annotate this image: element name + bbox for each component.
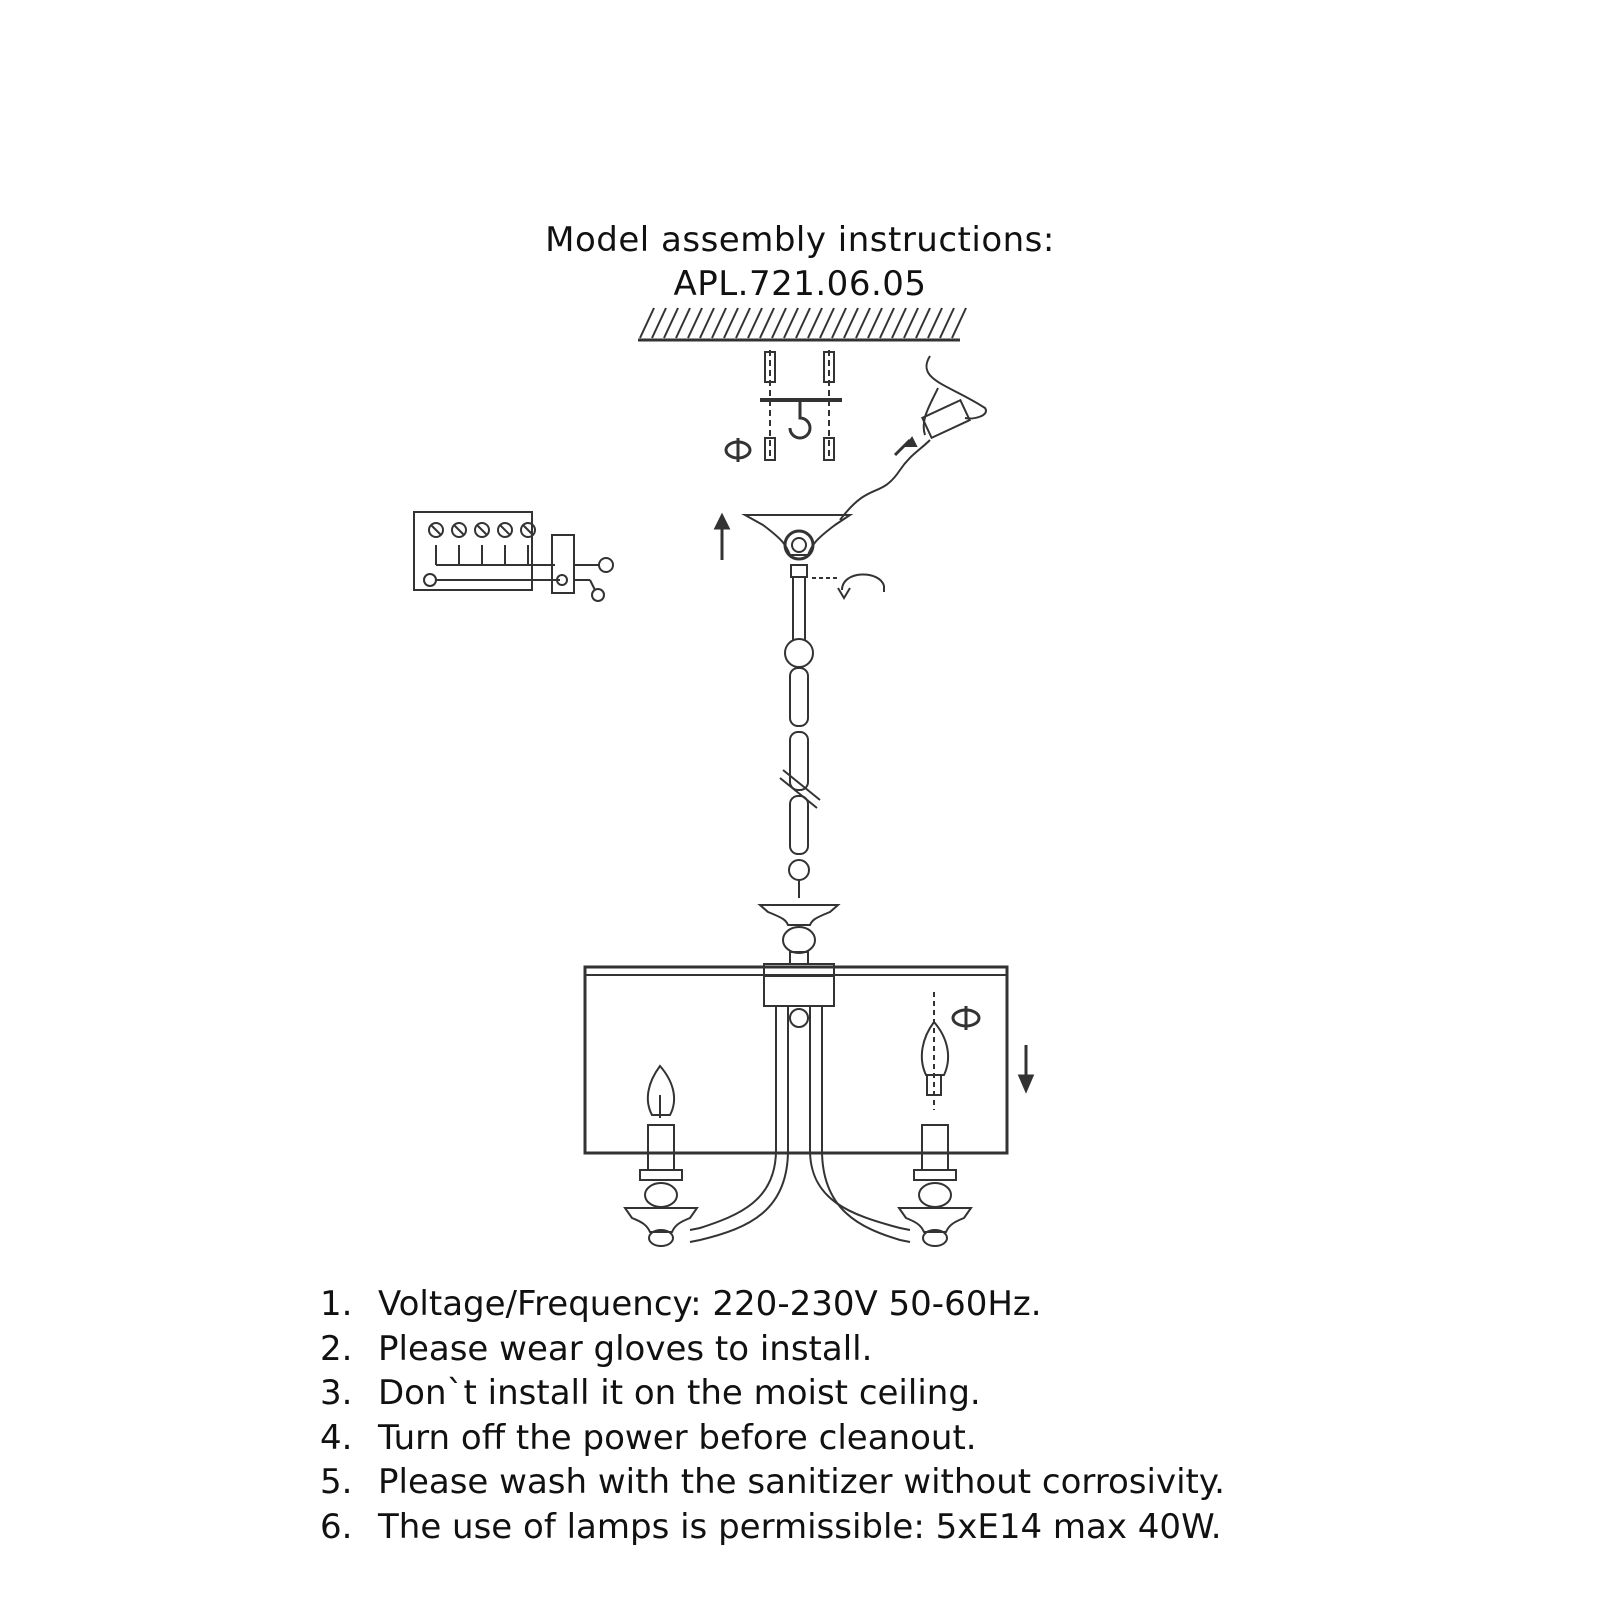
list-item-text: Don`t install it on the moist ceiling. — [378, 1373, 981, 1413]
list-item-number: 4. — [320, 1417, 353, 1458]
list-item-number: 2. — [320, 1328, 353, 1369]
ceiling-hatch-line — [891, 307, 907, 339]
canopy — [741, 514, 854, 578]
list-item-number: 1. — [320, 1284, 353, 1324]
ceiling-hatch-line — [927, 307, 943, 339]
chain — [779, 577, 821, 898]
list-item: 1. Voltage/Frequency: 220-230V 50-60Hz. — [320, 1282, 1225, 1327]
lamp-shade — [583, 965, 1009, 1155]
ceiling-hatch-line — [843, 307, 859, 339]
ceiling-hatch-line — [759, 307, 775, 339]
list-item: 3. Don`t install it on the moist ceiling. — [320, 1371, 1225, 1416]
terminal-screw-mark — [430, 524, 442, 536]
rotate-arrow-icon — [951, 1006, 981, 1030]
ceiling-hatch-line — [639, 307, 655, 339]
ceiling-hatch-line — [867, 307, 883, 339]
ceiling-hatch-line — [807, 307, 823, 339]
ceiling-hatch-line — [819, 307, 835, 339]
terminal-screw — [451, 522, 467, 538]
ceiling-hatch-line — [699, 307, 715, 339]
ceiling-hatch-line — [675, 307, 691, 339]
ceiling-hatch-line — [879, 307, 895, 339]
ceiling-hatch-line — [903, 307, 919, 339]
list-item-text: Please wear gloves to install. — [378, 1328, 873, 1369]
rotate-arrow-icon — [812, 573, 885, 600]
ceiling-hatch-line — [687, 307, 703, 339]
ceiling-hatch-line — [735, 307, 751, 339]
ceiling-hatch-line — [831, 307, 847, 339]
ceiling-hatch-line — [651, 307, 667, 339]
list-item-number: 3. — [320, 1373, 353, 1413]
model-number: APL.721.06.05 — [673, 264, 927, 304]
list-item-text: The use of lamps is permissible: 5xE14 m… — [378, 1506, 1222, 1547]
ceiling — [638, 307, 967, 342]
candle-holder-left — [623, 1064, 699, 1247]
instruction-list: 1. Voltage/Frequency: 220-230V 50-60Hz. 2… — [320, 1282, 1225, 1549]
terminal-screw-mark — [522, 524, 534, 536]
ceiling-hatch-line — [783, 307, 799, 339]
terminal-screw — [474, 522, 490, 538]
supply-wire — [839, 355, 987, 521]
list-item-number: 6. — [320, 1506, 353, 1547]
mounting-bracket — [760, 350, 842, 460]
terminal-screw-mark — [476, 524, 488, 536]
list-item-text: Please wash with the sanitizer without c… — [378, 1462, 1225, 1502]
list-item: 4. Turn off the power before cleanout. — [320, 1416, 1225, 1461]
lamp-arms — [689, 1006, 911, 1243]
ceiling-hatch-line — [723, 307, 739, 339]
list-item-text: Turn off the power before cleanout. — [378, 1417, 977, 1458]
ceiling-hatch-line — [951, 307, 967, 339]
ceiling-hatch-line — [711, 307, 727, 339]
up-arrow-icon — [713, 512, 731, 560]
rotate-arrow-icon — [724, 438, 752, 462]
list-item-number: 5. — [320, 1462, 353, 1502]
frame-top-cup — [757, 904, 841, 977]
list-item: 5. Please wash with the sanitizer without… — [320, 1460, 1225, 1505]
list-item: 6. The use of lamps is permissible: 5xE14… — [320, 1505, 1225, 1550]
screw-icon — [764, 351, 835, 461]
terminal-screw — [428, 522, 444, 538]
ceiling-hatch-line — [855, 307, 871, 339]
candle-holder-right — [897, 992, 973, 1247]
title-line-1: Model assembly instructions: — [545, 220, 1055, 260]
terminal-screw-mark — [453, 524, 465, 536]
ceiling-hatch-line — [771, 307, 787, 339]
ceiling-hatch-line — [915, 307, 931, 339]
terminal-screw-mark — [499, 524, 511, 536]
ceiling-hatch-line — [663, 307, 679, 339]
ceiling-hatch-line — [747, 307, 763, 339]
list-item-text: Voltage/Frequency: 220-230V 50-60Hz. — [378, 1284, 1042, 1324]
terminal-screw — [520, 522, 536, 538]
terminal-screw — [497, 522, 513, 538]
list-item: 2. Please wear gloves to install. — [320, 1327, 1225, 1372]
down-arrow-icon — [1017, 1045, 1035, 1094]
wiring-terminal-icon — [413, 511, 614, 602]
ceiling-hatch-line — [795, 307, 811, 339]
center-hub — [763, 975, 835, 1028]
ceiling-hatch-line — [939, 307, 955, 339]
